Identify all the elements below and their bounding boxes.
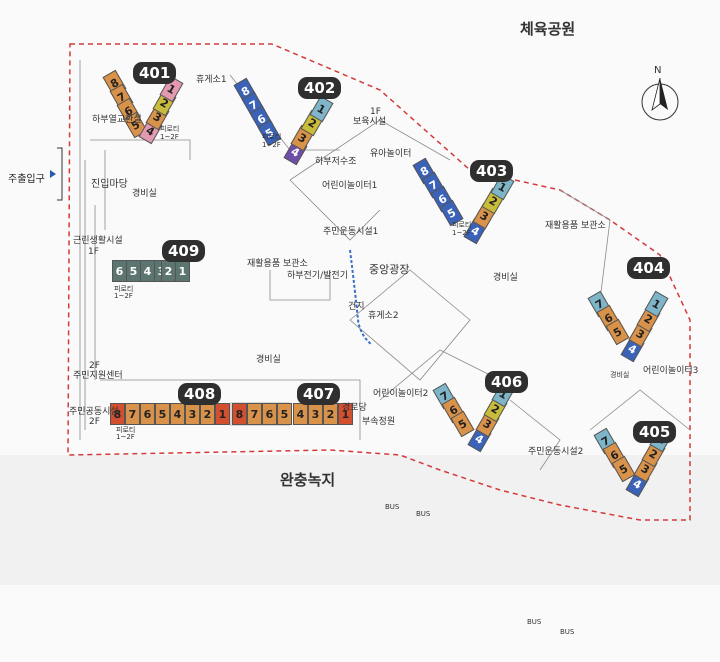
- building-407-unit: 1: [338, 403, 353, 425]
- central-plaza-label: 중앙광장: [369, 263, 410, 276]
- building-407-unit: 3: [308, 403, 323, 425]
- building-408-unit: 4: [170, 403, 185, 425]
- infant-playground-label: 유아놀이터: [370, 149, 412, 159]
- guard-house-3-label: 경비실: [256, 355, 281, 365]
- pilotis-label: 피로티: [160, 125, 180, 133]
- north-arrow-icon: [641, 77, 679, 121]
- resident-common-label: 주민공동시설: [69, 407, 119, 417]
- daycare-floor-label: 1F: [370, 107, 381, 117]
- building-409-unit: 5: [126, 260, 141, 282]
- senior-center-label: 경로당: [342, 403, 367, 413]
- building-409-unit: 6: [112, 260, 127, 282]
- lower-water-tank-label: 하부저수조: [315, 157, 357, 167]
- main-entrance-label: 주출입구: [8, 174, 45, 185]
- kids-playground-3-label: 어린이놀이터3: [643, 366, 699, 376]
- resident-exercise-1-label: 주민운동시설1: [323, 227, 379, 237]
- entry-yard-label: 진입마당: [91, 179, 128, 190]
- building-407-unit: 8: [232, 403, 247, 425]
- pilotis-label: 피로티: [452, 221, 472, 229]
- lower-substation-label: 하부전기/발전기: [287, 271, 348, 281]
- resident-common-floor-label: 2F: [89, 417, 100, 427]
- pilotis-label: 피로티: [262, 133, 282, 141]
- sports-park-label: 체육공원: [520, 20, 576, 38]
- building-407-unit: 4: [293, 403, 308, 425]
- site-boundary: [67, 43, 691, 521]
- building-407-unit: 2: [323, 403, 338, 425]
- rest-area-1-label: 휴게소1: [196, 75, 227, 85]
- buffer-green-label: 완충녹지: [280, 471, 336, 489]
- building-408-unit: 8: [110, 403, 125, 425]
- pilotis-label: 피로티: [114, 285, 134, 293]
- building-403-badge[interactable]: 403: [470, 160, 514, 182]
- resident-exercise-2-label: 주민운동시설2: [528, 447, 584, 457]
- bus-stop-label: BUS: [416, 510, 431, 518]
- building-408-unit: 2: [200, 403, 215, 425]
- recycling-storage-2-label: 재활용품 보관소: [545, 221, 606, 231]
- building-407-unit: 7: [247, 403, 262, 425]
- building-401-badge[interactable]: 401: [133, 62, 177, 84]
- pilotis-floor-label: 1~2F: [262, 141, 281, 149]
- pilotis-floor-label: 1~2F: [452, 229, 471, 237]
- pilotis-floor-label: 1~2F: [160, 133, 179, 141]
- bus-stop-label: BUS: [385, 503, 400, 511]
- pilotis-floor-label: 1~2F: [114, 292, 133, 300]
- building-408-unit: 3: [185, 403, 200, 425]
- building-409-unit: 1: [175, 260, 190, 282]
- resident-support-label: 주민지원센터: [73, 371, 123, 381]
- recycling-storage-label: 재활용품 보관소: [247, 259, 308, 269]
- cooling-facility-label: 하부열교환실: [92, 115, 142, 125]
- rest-area-2-label: 휴게소2: [368, 311, 399, 321]
- kids-playground-1-label: 어린이놀이터1: [322, 181, 378, 191]
- building-407-badge[interactable]: 407: [297, 383, 341, 405]
- pilotis-label: 피로티: [116, 426, 136, 434]
- north-label: N: [654, 65, 662, 76]
- kids-playground-2-label: 어린이놀이터2: [373, 389, 429, 399]
- dry-area-label: 건지: [348, 302, 365, 312]
- annex-garden-label: 부속정원: [362, 417, 396, 427]
- building-408-unit: 5: [155, 403, 170, 425]
- building-408-badge[interactable]: 408: [178, 383, 222, 405]
- building-409-badge[interactable]: 409: [162, 240, 206, 262]
- neighborhood-facility-label: 근린생활시설: [73, 236, 123, 246]
- neighborhood-floor-label: 1F: [88, 247, 99, 257]
- building-409-unit: 2: [161, 260, 176, 282]
- bus-stop-label: BUS: [527, 618, 542, 626]
- building-405-badge[interactable]: 405: [633, 421, 677, 443]
- daycare-label: 보육시설: [353, 117, 387, 127]
- guard-house-4-label: 경비실: [610, 371, 630, 379]
- building-402-badge[interactable]: 402: [298, 77, 342, 99]
- bus-stop-label: BUS: [560, 628, 575, 636]
- building-408-unit: 7: [125, 403, 140, 425]
- pilotis-floor-label: 1~2F: [116, 433, 135, 441]
- building-404-badge[interactable]: 404: [627, 257, 671, 279]
- guard-house-label: 경비실: [132, 189, 157, 199]
- guard-house-2-label: 경비실: [493, 273, 518, 283]
- building-406-badge[interactable]: 406: [485, 371, 529, 393]
- building-408-unit: 1: [215, 403, 230, 425]
- building-409-unit: 4: [140, 260, 155, 282]
- building-408-unit: 6: [140, 403, 155, 425]
- resident-support-floor-label: 2F: [89, 361, 100, 371]
- building-407-unit: 5: [277, 403, 292, 425]
- building-407-unit: 6: [262, 403, 277, 425]
